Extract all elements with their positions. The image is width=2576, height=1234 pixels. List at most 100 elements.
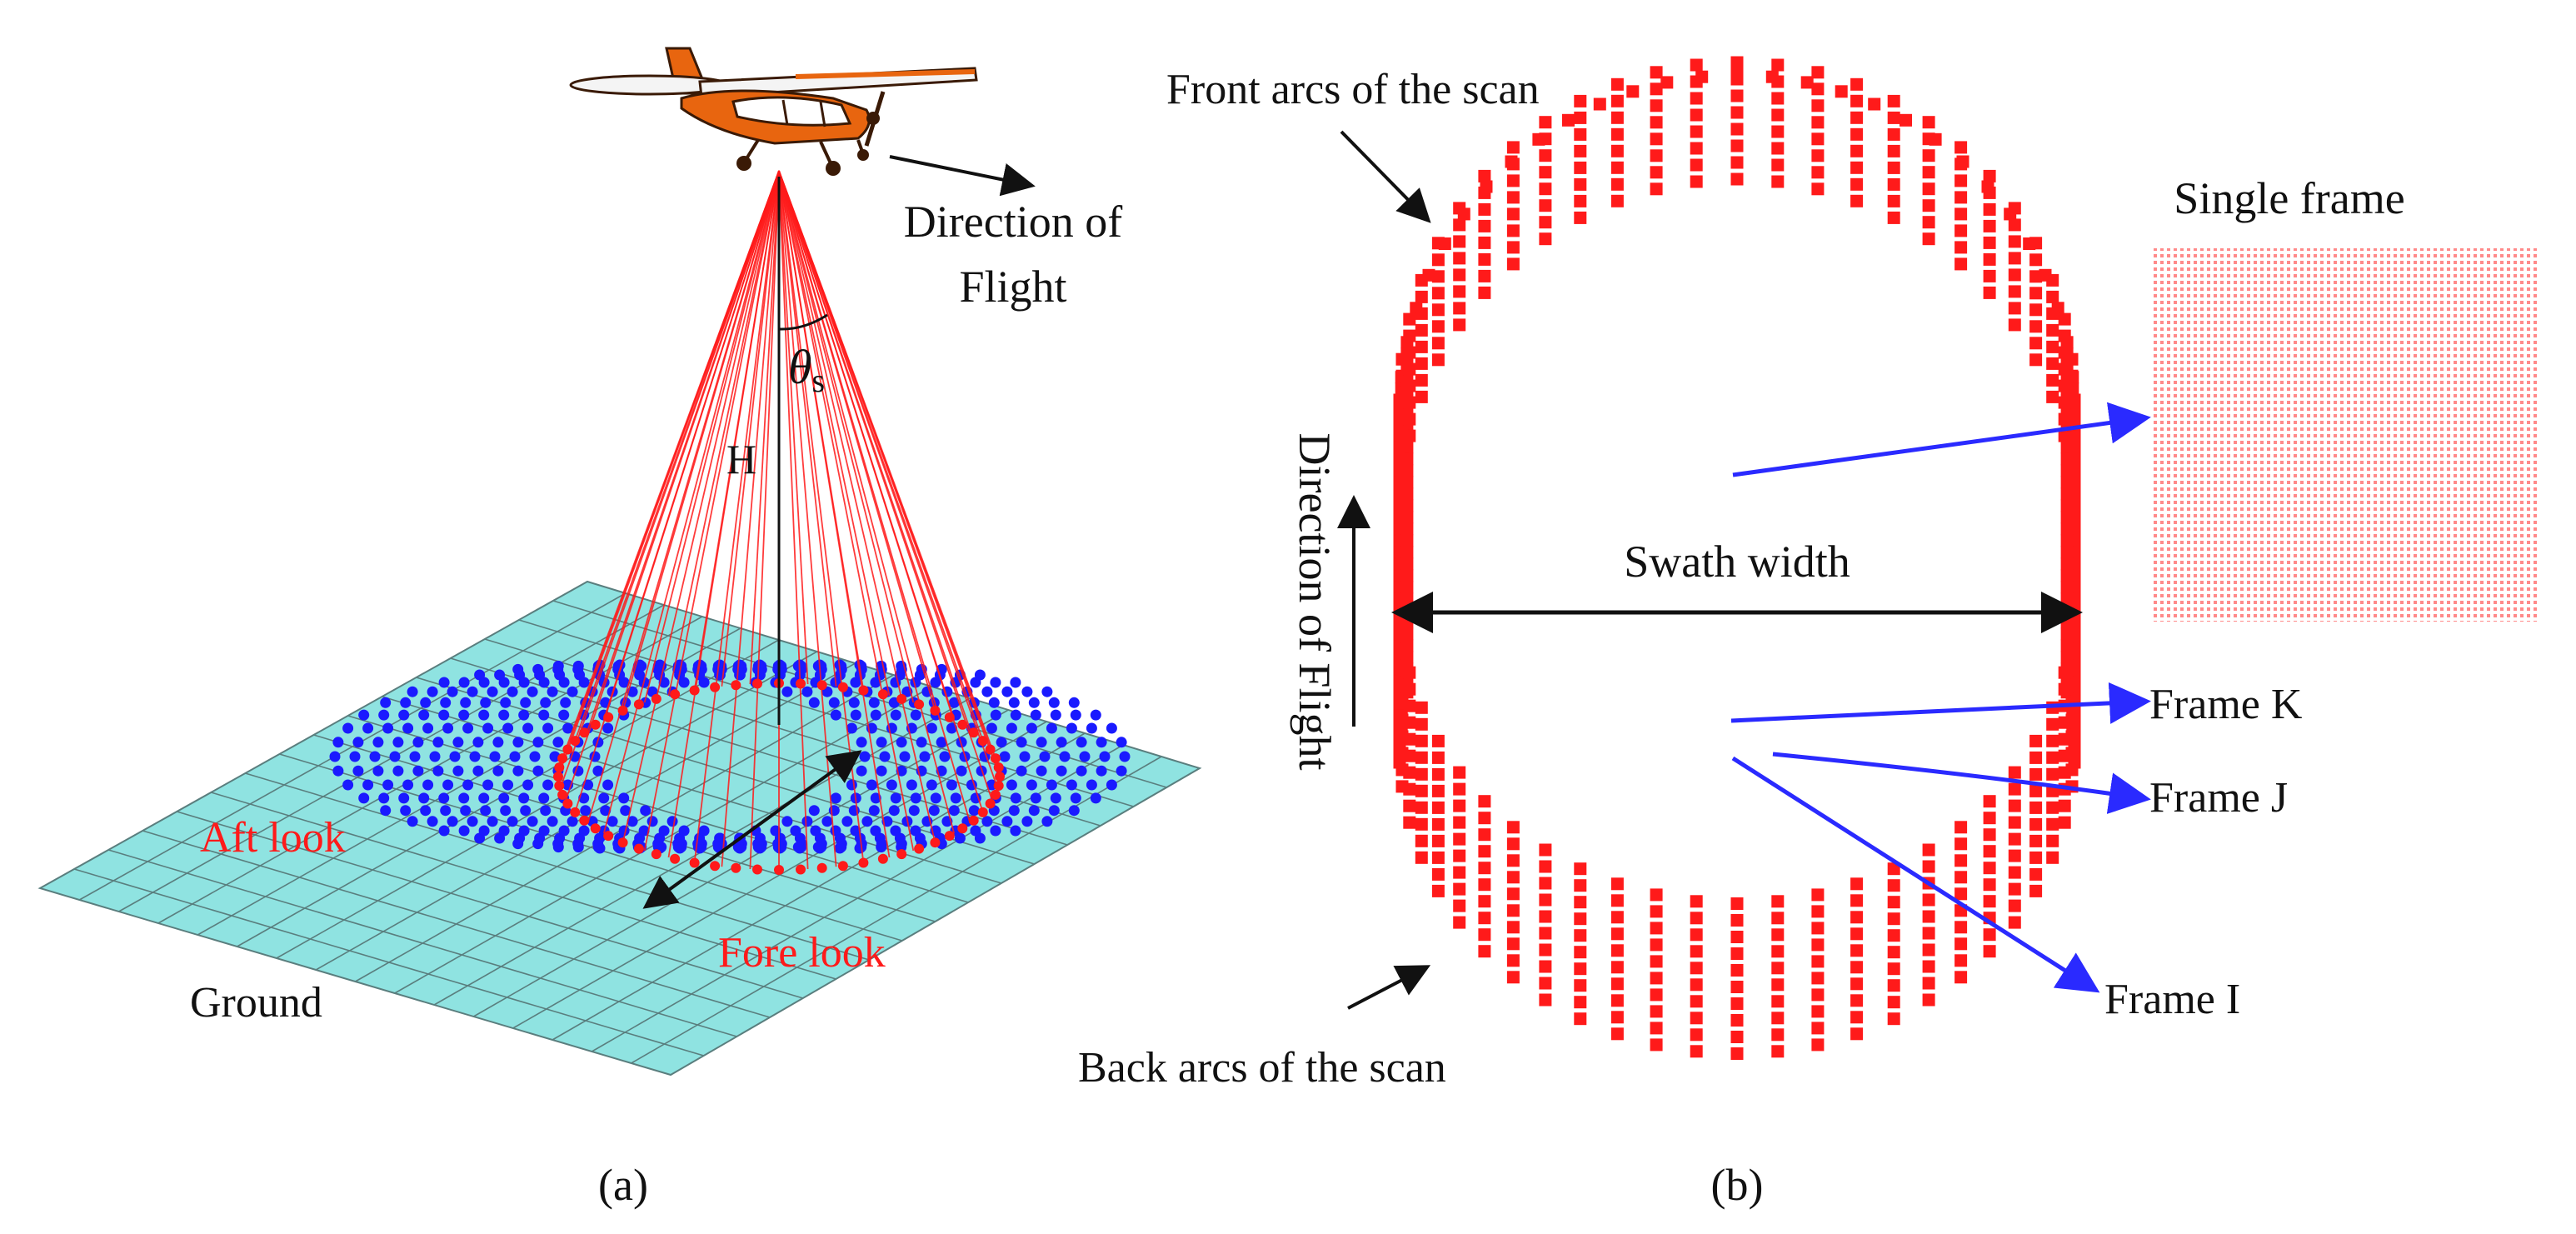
footprint-dot [480,805,492,817]
scan-square [1900,113,1912,127]
scan-square [1850,194,1864,207]
scan-square [2046,390,2059,403]
footprint-dot [449,751,461,762]
ring-dot [968,727,979,738]
scan-square [1574,912,1587,926]
scan-square [2029,270,2043,283]
ring-dot [570,807,581,817]
footprint-dot [846,779,857,791]
back-arcs-arrow [1347,965,1431,1010]
scan-square [2058,396,2071,409]
scan-square [1506,904,1520,917]
footprint-dot [380,805,392,817]
scan-square [2060,581,2074,594]
ring-dot [633,843,644,854]
footprint-dot [1021,686,1033,697]
scan-square [2058,362,2071,376]
footprint-dot [846,722,857,734]
footprint-dot [981,686,993,697]
swath-width-label: Swath width [1624,537,1850,587]
scan-square [1478,945,1491,958]
scan-square [1431,867,1445,881]
footprint-dot [480,697,492,708]
scan-square [1506,971,1520,984]
cone-line [778,170,956,834]
footprint-dot [879,751,891,762]
footprint-dot [1010,792,1021,804]
footprint-dot [830,792,841,804]
footprint-dot [518,709,530,721]
footprint-dot [876,765,887,777]
scan-square [1562,113,1575,127]
ring-dot [985,744,996,755]
ring-dot [579,815,590,826]
scan-square [1431,253,1445,267]
footprint-dot [420,697,432,708]
scan-square [1887,111,1900,124]
scan-square [2008,318,2021,332]
ring-dot [930,705,941,716]
footprint-dot [850,709,861,721]
scan-square [1415,851,1428,864]
scan-square [1887,996,1900,1009]
scan-square [1650,1038,1663,1052]
scan-square [1415,701,1428,714]
footprint-dot [332,765,344,777]
scan-square [1954,821,1968,834]
footprint-dot [462,779,474,791]
footprint-dot [939,751,951,762]
footprint-dot [1059,751,1071,762]
scan-square [1850,944,1864,957]
footprint-dot [956,737,967,748]
scan-square [1431,320,1445,333]
scan-square [1610,111,1624,124]
footprint-dot [990,825,1001,837]
scan-square [1771,995,1785,1008]
ring-dot [995,772,1005,782]
scan-square [2008,235,2021,248]
footprint-dot [1050,792,1061,804]
scan-square [1539,182,1552,196]
scan-square [1539,910,1552,923]
ring-dot [557,753,568,764]
footprint-dot [1036,765,1047,777]
footprint-dot [540,697,552,708]
scan-square [2058,749,2071,762]
scan-square [1983,219,1996,232]
footprint-dot [888,805,900,817]
scan-square [1574,194,1587,207]
scan-square [1983,795,1996,808]
scan-square [1478,828,1491,842]
scan-square [1850,894,1864,907]
scan-square [1690,912,1703,925]
cone-line [778,170,809,685]
scan-cone-lines [557,170,1001,870]
scan-square [1431,834,1445,847]
scan-square [1690,75,1703,88]
scan-square [1539,860,1552,873]
scan-square [1983,252,1996,266]
scan-square [1453,832,1466,846]
scan-square [1850,161,1864,174]
footprint-dot [856,765,867,777]
scan-square [1983,895,1996,908]
scan-square [1811,988,1825,1002]
footprint-dot [472,765,484,777]
footprint-dot [1106,722,1117,734]
footprint-dot [329,751,341,762]
footprint-dot [498,792,510,804]
scan-square [1431,751,1445,764]
footprint-dot [848,697,860,708]
footprint-dot [1086,779,1097,791]
scan-square [2065,647,2079,660]
footprint-dot [349,751,361,762]
ring-dot [877,689,888,700]
ring-dot [731,862,741,873]
ring-dot [562,798,573,809]
scan-square [1850,977,1864,991]
cone-line [643,170,780,703]
scan-square [1506,141,1520,154]
scan-square [1403,379,1416,392]
scan-square [1850,927,1864,941]
